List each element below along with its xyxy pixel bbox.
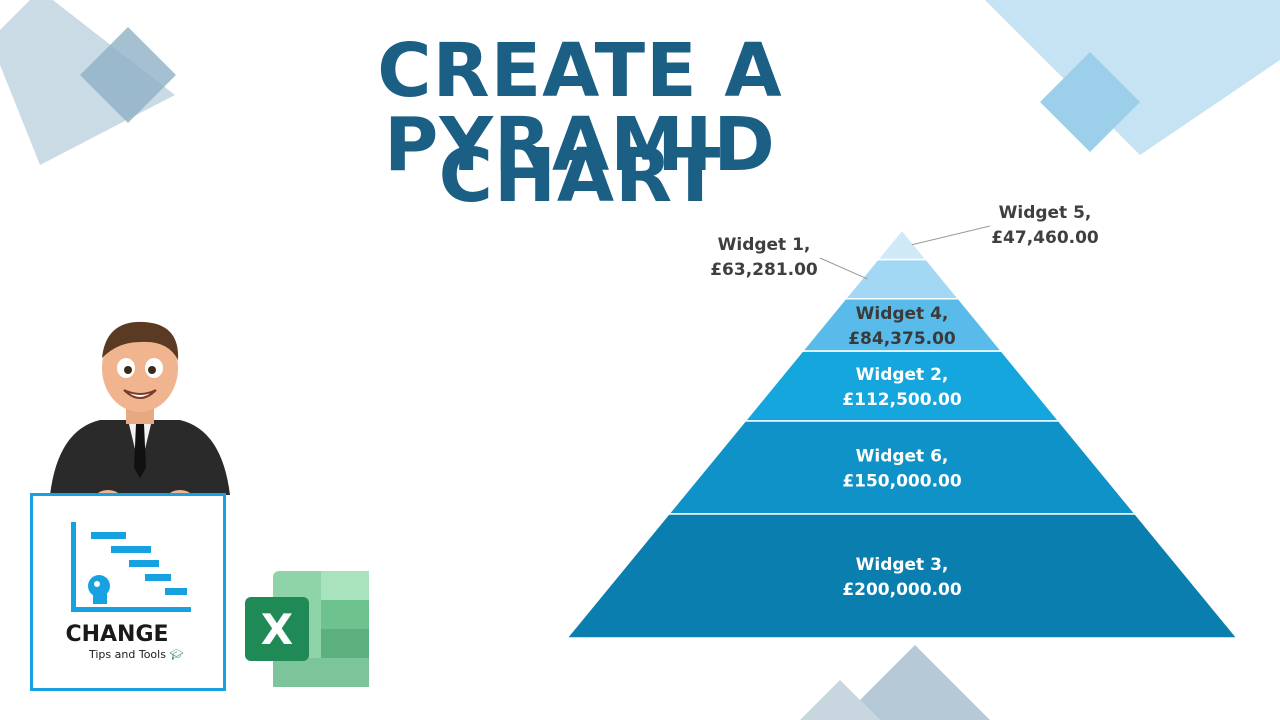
data-label-value: £150,000.00 xyxy=(842,471,962,491)
businessman-mascot-icon xyxy=(50,321,230,510)
callout-leader-widget-1 xyxy=(819,257,868,280)
data-label-value: £47,460.00 xyxy=(991,228,1099,248)
data-label-value: £84,375.00 xyxy=(848,329,956,349)
data-label-widget-1: Widget 1, £63,281.00 xyxy=(710,235,818,280)
graduation-cap-icon: 🎓︎ xyxy=(169,648,184,661)
data-label-widget-2: Widget 2, £112,500.00 xyxy=(842,365,962,410)
data-label-value: £63,281.00 xyxy=(710,260,818,280)
logo-tagline-text: Tips and Tools xyxy=(89,648,166,661)
change-logo-card: CHANGE Tips and Tools 🎓︎ xyxy=(30,493,226,691)
pyramid-tier-widget-3 xyxy=(565,513,1239,639)
data-label-category: Widget 6, xyxy=(856,446,949,466)
data-label-widget-4: Widget 4, £84,375.00 xyxy=(848,304,956,349)
pyramid-tier-widget-5 xyxy=(876,228,928,261)
logo-wordmark: CHANGE xyxy=(65,622,169,647)
data-label-value: £112,500.00 xyxy=(842,390,962,410)
pyramid-tier-widget-2 xyxy=(743,350,1061,422)
data-label-widget-3: Widget 3, £200,000.00 xyxy=(842,555,962,600)
pyramid-tier-widget-1 xyxy=(844,258,960,300)
data-label-widget-6: Widget 6, £150,000.00 xyxy=(842,446,962,491)
excel-icon: X xyxy=(245,571,369,687)
excel-letter: X xyxy=(261,605,293,654)
data-label-category: Widget 3, xyxy=(856,555,949,575)
data-label-category: Widget 5, xyxy=(999,203,1092,223)
page-title-line-1: CREATE A PYRAMID xyxy=(377,28,783,188)
pyramid-tier-widget-6 xyxy=(667,420,1137,515)
data-label-category: Widget 1, xyxy=(718,235,811,255)
gantt-head-icon xyxy=(71,522,191,612)
data-label-category: Widget 4, xyxy=(856,304,949,324)
logo-tagline: Tips and Tools 🎓︎ xyxy=(89,648,183,661)
callout-leader-widget-5 xyxy=(911,225,991,246)
data-label-category: Widget 2, xyxy=(856,365,949,385)
page-title-line-2: CHART xyxy=(438,133,722,219)
data-label-widget-5: Widget 5, £47,460.00 xyxy=(991,203,1099,248)
data-label-value: £200,000.00 xyxy=(842,580,962,600)
